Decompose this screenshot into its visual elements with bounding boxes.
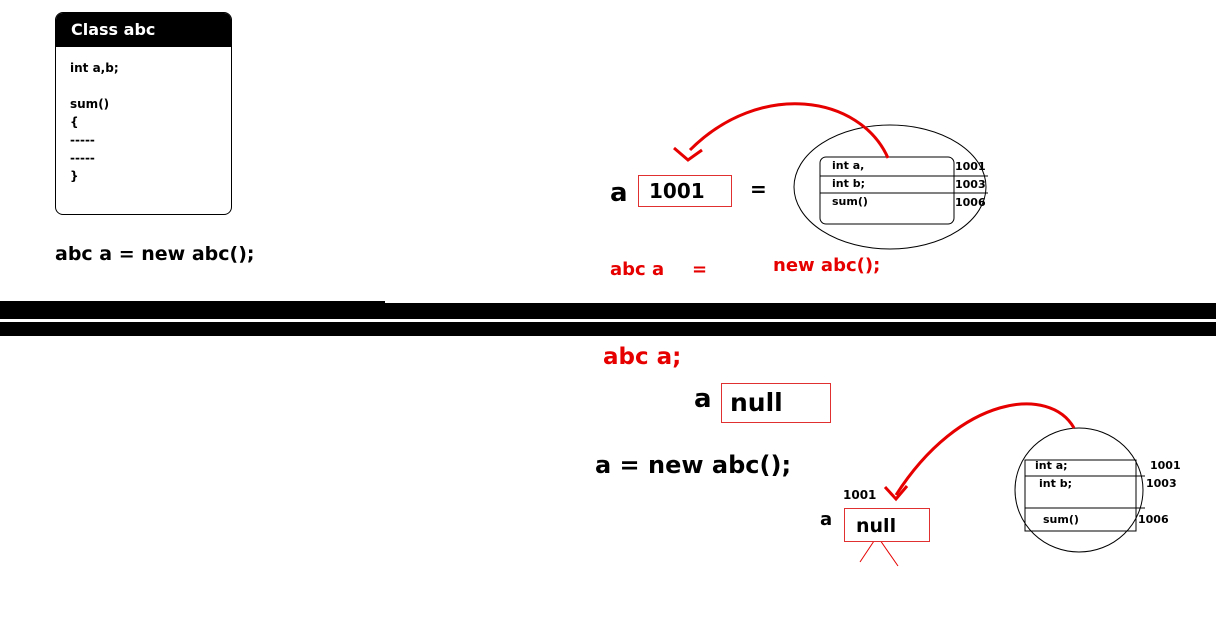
class-title: Class abc xyxy=(56,13,231,47)
class-body: int a,b; sum() { ----- ----- } xyxy=(56,47,231,185)
var2-address: 1001 xyxy=(843,488,877,502)
top-var-label: a xyxy=(610,178,628,208)
top-equals: = xyxy=(750,177,767,201)
top-var-box: 1001 xyxy=(638,175,732,207)
bottom-object-circle xyxy=(1014,427,1144,553)
bottom-address: 1001 xyxy=(1150,459,1181,472)
top-field: int a, xyxy=(832,159,865,172)
class-line xyxy=(70,77,231,95)
bottom-var-box: null xyxy=(721,383,831,423)
assignment-statement: a = new abc(); xyxy=(595,451,792,479)
top-reference-arrow xyxy=(688,102,890,159)
var2-label: a xyxy=(820,509,833,530)
top-object-ellipse xyxy=(793,124,987,250)
top-field: int b; xyxy=(832,177,865,190)
bottom-arrow-head xyxy=(883,485,909,502)
bottom-field: sum() xyxy=(1043,513,1079,526)
class-line: ----- xyxy=(70,151,95,165)
class-line: { xyxy=(70,115,79,129)
divider-band-top xyxy=(0,301,1216,319)
top-arrow-head xyxy=(673,146,703,162)
top-address: 1006 xyxy=(955,196,986,209)
top-declaration: abc a = new abc(); xyxy=(55,243,255,265)
top-address: 1001 xyxy=(955,160,986,173)
class-card: Class abc int a,b; sum() { ----- ----- } xyxy=(55,12,232,215)
bottom-declaration: abc a; xyxy=(603,344,682,370)
divider-notch xyxy=(385,299,1216,303)
top-address: 1003 xyxy=(955,178,986,191)
bottom-object-box xyxy=(1024,459,1137,532)
bottom-field: int b; xyxy=(1039,477,1072,490)
divider-band-bottom xyxy=(0,322,1216,336)
caption-equals: = xyxy=(692,259,708,280)
class-line: } xyxy=(70,169,79,183)
class-line: ----- xyxy=(70,133,95,147)
var2-box: null xyxy=(844,508,930,542)
bottom-address: 1003 xyxy=(1146,477,1177,490)
caption-right: new abc(); xyxy=(773,255,881,276)
bottom-reference-arrow xyxy=(894,402,1076,496)
caption-left: abc a xyxy=(610,259,665,280)
class-line: sum() xyxy=(70,97,110,111)
bottom-address: 1006 xyxy=(1138,513,1169,526)
class-line: int a,b; xyxy=(70,61,119,75)
top-field: sum() xyxy=(832,195,868,208)
bottom-var-label: a xyxy=(694,384,712,414)
bottom-field: int a; xyxy=(1035,459,1068,472)
